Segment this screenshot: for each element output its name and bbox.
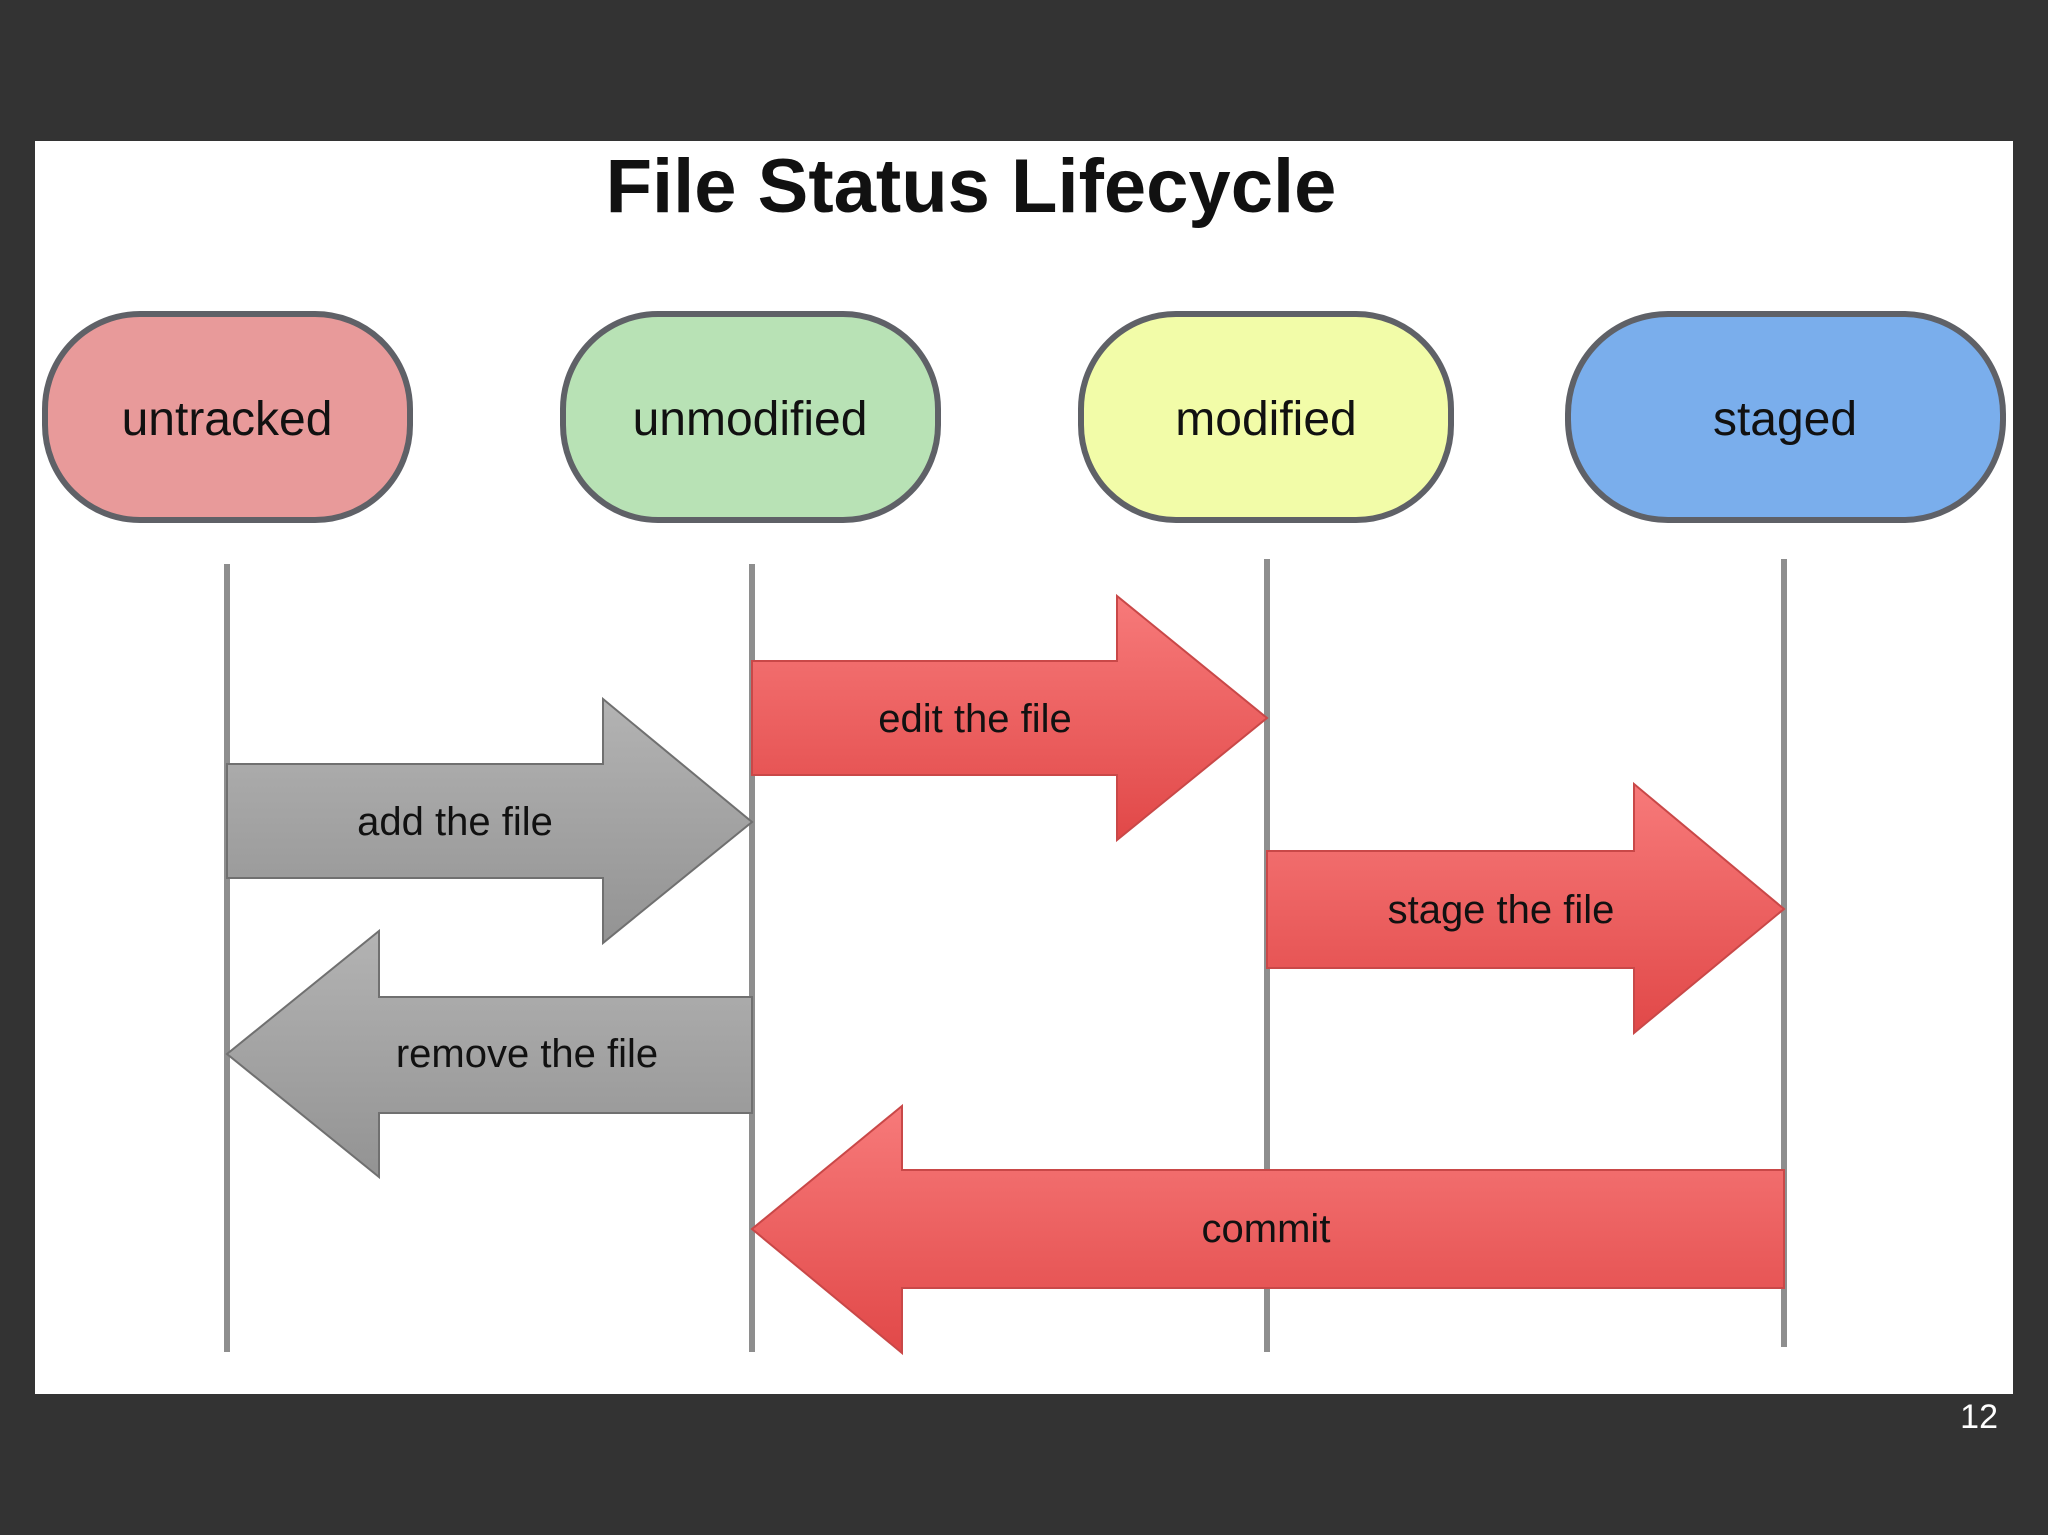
- arrow-add-the-file: add the file: [226, 696, 754, 946]
- state-staged-pill: [1565, 311, 2006, 523]
- arrow-remove-the-file: remove the file: [225, 928, 753, 1180]
- arrow-commit-shape: [750, 1103, 1785, 1356]
- state-untracked-label: untracked: [122, 393, 333, 446]
- arrow-remove-shape: [225, 928, 753, 1180]
- state-modified: modified: [1078, 311, 1454, 523]
- arrow-edit-the-file: edit the file: [751, 593, 1269, 843]
- state-staged-label: staged: [1713, 393, 1857, 446]
- arrow-stage-label: stage the file: [1388, 888, 1615, 932]
- state-unmodified-pill: [560, 311, 941, 523]
- arrow-stage-shape: [1266, 781, 1786, 1036]
- state-untracked: untracked: [42, 311, 413, 523]
- state-untracked-pill: [42, 311, 413, 523]
- diagram-title: File Status Lifecycle: [606, 144, 1337, 229]
- arrow-edit-label: edit the file: [878, 697, 1071, 741]
- diagram-figure: File Status Lifecycle untracked unmodifi…: [35, 141, 2013, 1394]
- lifecycle-diagram: File Status Lifecycle untracked unmodifi…: [42, 144, 2006, 1356]
- arrow-commit: commit: [750, 1103, 1785, 1356]
- state-staged: staged: [1565, 311, 2006, 523]
- state-modified-label: modified: [1175, 393, 1356, 446]
- arrow-add-label: add the file: [357, 800, 553, 844]
- arrow-commit-label: commit: [1202, 1207, 1331, 1251]
- state-modified-pill: [1078, 311, 1454, 523]
- arrow-add-shape: [226, 696, 754, 946]
- state-unmodified: unmodified: [560, 311, 941, 523]
- state-unmodified-label: unmodified: [633, 393, 868, 446]
- arrow-stage-the-file: stage the file: [1266, 781, 1786, 1036]
- arrow-remove-label: remove the file: [396, 1032, 658, 1076]
- arrow-edit-shape: [751, 593, 1269, 843]
- page-number: 12: [1960, 1398, 1998, 1436]
